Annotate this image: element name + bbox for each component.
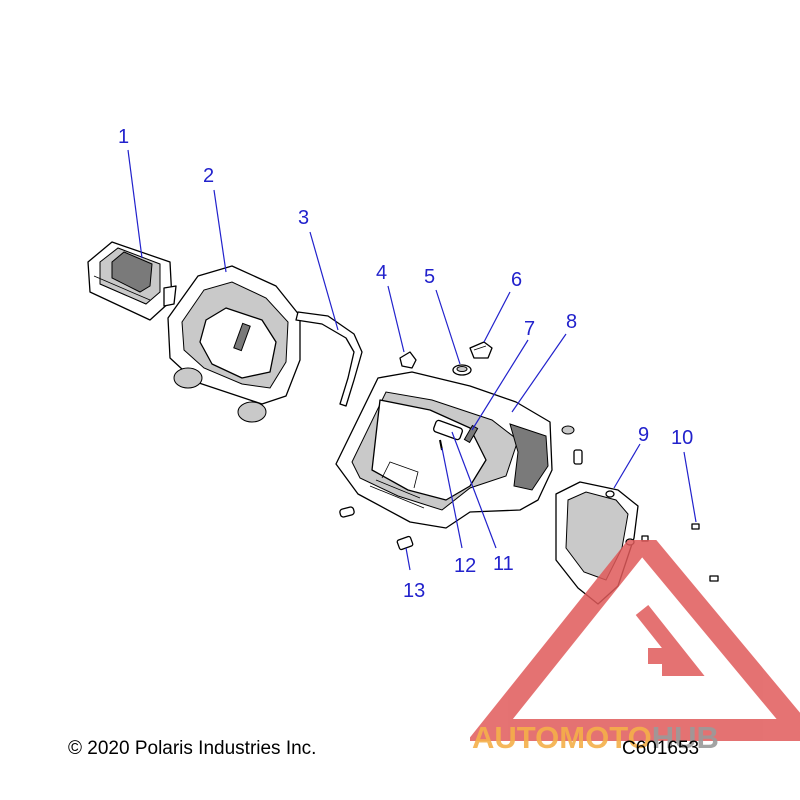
part-5-grommet (452, 364, 472, 376)
diagram-code: C601653 (622, 738, 700, 759)
watermark-g-mark (635, 605, 705, 676)
part-7-spring (463, 424, 479, 444)
watermark-triangle (470, 540, 800, 741)
callout-11: 11 (493, 553, 514, 575)
part-6-knob (469, 341, 493, 359)
part-11-switch (432, 419, 464, 441)
part-3-harness-strip (295, 311, 363, 407)
callout-9: 9 (638, 424, 649, 446)
callout-8: 8 (566, 311, 577, 333)
part-1-gauge-display (87, 241, 177, 321)
bumper-pin (339, 506, 355, 518)
watermark-text-hub: HUB (652, 720, 719, 755)
copyright-text: © 2020 Polaris Industries Inc. (68, 738, 317, 759)
leader-lines (127, 149, 697, 571)
callout-4: 4 (376, 262, 387, 284)
callout-1: 1 (118, 126, 129, 148)
callout-12: 12 (454, 555, 476, 577)
part-8-dash-pod (335, 371, 583, 529)
svg-text:AUTOMOTOHUB: AUTOMOTOHUB (472, 720, 719, 755)
part-2-bezel (167, 265, 301, 423)
part-13-pin (396, 535, 414, 551)
part-10-screws (641, 523, 719, 582)
callout-7: 7 (524, 318, 535, 340)
callout-13: 13 (403, 580, 425, 602)
callout-labels: 1 2 3 4 5 6 7 8 9 10 11 12 13 (118, 126, 693, 602)
callout-3: 3 (298, 207, 309, 229)
automotohub-watermark-logo: AUTOMOTOHUB (470, 540, 800, 755)
callout-2: 2 (203, 165, 214, 187)
part-4-clip (399, 351, 417, 369)
callout-10: 10 (671, 427, 693, 449)
callout-6: 6 (511, 269, 522, 291)
callout-5: 5 (424, 266, 435, 288)
watermark-text-automoto: AUTOMOTO (472, 720, 652, 755)
